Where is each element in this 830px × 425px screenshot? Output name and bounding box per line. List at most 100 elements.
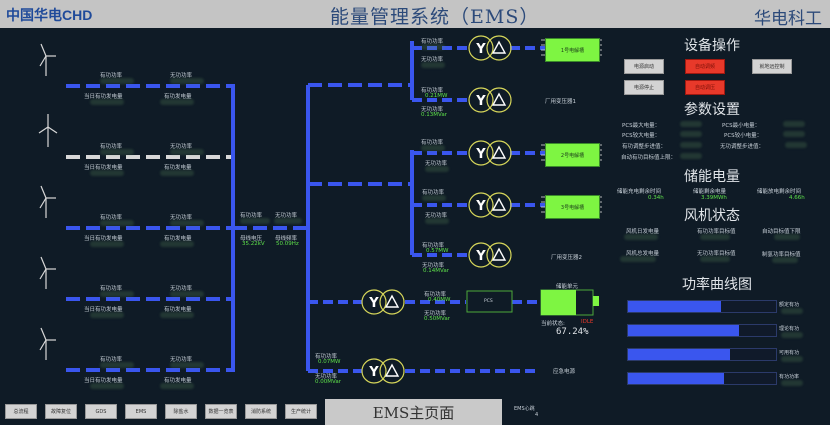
remaining-energy-value: 3.39MWh (701, 195, 727, 201)
param-input[interactable] (680, 131, 702, 137)
transformer-3[interactable]: Y (468, 140, 512, 166)
station-transformer-2-label: 厂用变压器2 (551, 255, 582, 261)
reactive-power-value (170, 291, 204, 297)
reactive-power-value (170, 362, 204, 368)
active-power-label: 有功功率 (100, 144, 123, 150)
active-power-label: 有功功率 (100, 215, 123, 221)
active-power-value (100, 220, 134, 226)
nav-button[interactable]: 总流程 (5, 404, 37, 419)
reactive-power-value (170, 220, 204, 226)
power-start-button[interactable]: 电源启动 (624, 59, 664, 74)
active-power-value: 0.57MW (426, 248, 449, 254)
wind-status-value (624, 234, 658, 240)
svg-text:Y: Y (475, 199, 486, 214)
active-power-label: 有功功率 (424, 292, 447, 298)
electrolyzer-1[interactable]: 1号电解槽 (545, 38, 600, 62)
daily-gen-label: 当日有功发电量 (84, 307, 123, 313)
reactive-power-label: 无功功率 (315, 374, 338, 380)
current-page-tab[interactable]: EMS主页面 (325, 399, 502, 425)
reactive-power-value (170, 78, 204, 84)
header-bar: 中国华电CHD 能量管理系统（EMS） 华电科工 (0, 0, 830, 29)
wind-turbine-icon (39, 185, 56, 218)
local-remote-button[interactable]: 就地远控制 (752, 59, 792, 74)
power-bar-fill (628, 349, 731, 360)
reactive-power-label: 无功功率 (170, 73, 193, 79)
electrolyzer-3[interactable]: 3号电解槽 (545, 195, 600, 219)
power-bar-value (781, 308, 803, 314)
gen-label: 有功发电量 (164, 236, 192, 242)
active-power-value (100, 149, 134, 155)
remaining-energy-label: 储能剩余电量 (693, 189, 727, 195)
auto-freq-button[interactable]: 自动调频 (685, 59, 725, 74)
power-bar-track (627, 348, 777, 361)
discharge-remaining-value: 4.66h (789, 195, 805, 201)
reactive-power-label: 无功功率 (170, 286, 193, 292)
nav-button[interactable]: 消防系统 (245, 404, 277, 419)
reactive-power-value (421, 62, 445, 68)
param-label: 无功调整步进值： (720, 144, 765, 150)
nav-button[interactable]: 故障复位 (45, 404, 77, 419)
svg-text:Y: Y (475, 42, 486, 57)
param-input[interactable] (785, 142, 807, 148)
power-stop-button[interactable]: 电源停止 (624, 80, 664, 95)
power-bar-value (781, 380, 803, 386)
param-input[interactable] (680, 142, 702, 148)
nav-button[interactable]: EMS (125, 404, 157, 419)
auto-voltage-button[interactable]: 自动调压 (685, 80, 725, 95)
gen-value (160, 241, 194, 247)
reactive-power-label: 无功功率 (422, 263, 445, 269)
pcs-box[interactable] (466, 290, 513, 313)
charge-remaining-label: 储能充电剩余时间 (617, 189, 662, 195)
param-input[interactable] (680, 121, 702, 127)
param-input[interactable] (680, 153, 702, 159)
nav-button[interactable]: 除盐水 (165, 404, 197, 419)
params-title: 参数设置 (684, 102, 740, 118)
battery-fill (541, 290, 576, 315)
active-power-label: 有功功率 (421, 140, 444, 146)
power-bar-label: 理论有功 (779, 326, 800, 332)
active-power-label: 有功功率 (100, 73, 123, 79)
reactive-power-value (425, 166, 449, 172)
bus-frequency-value: 50.09Hz (276, 241, 299, 247)
main-panel: Y Y Y Y Y Y (0, 28, 830, 425)
transformer-5[interactable]: Y (468, 242, 512, 268)
wind-status-label: 有功功率目标值 (697, 229, 736, 235)
gen-value (160, 99, 194, 105)
power-bar-label: 有功功率 (779, 374, 800, 380)
wind-status-label: 风机日发电量 (626, 229, 660, 235)
param-input[interactable] (783, 121, 805, 127)
transformer-4[interactable]: Y (468, 192, 512, 218)
active-power-label: 有功功率 (421, 88, 444, 94)
active-power-label: 有功功率 (100, 286, 123, 292)
reactive-power-label: 无功功率 (421, 57, 444, 63)
power-bar-label: 额定有功 (779, 302, 800, 308)
reactive-power-value (170, 149, 204, 155)
param-label: PCS较小电量： (724, 133, 763, 139)
active-power-value: 0.07MW (318, 359, 341, 365)
nav-button[interactable]: 数据一览表 (205, 404, 237, 419)
svg-text:Y: Y (475, 147, 486, 162)
reactive-power-value: 0.00MVar (315, 379, 341, 385)
power-bar-track (627, 324, 777, 337)
active-power-value (421, 44, 445, 50)
wind-status-label: 制氢功率目标值 (762, 252, 801, 258)
reactive-power-value: 0.14MVar (423, 268, 449, 274)
active-power-label: 有功功率 (421, 39, 444, 45)
gen-value (160, 312, 194, 318)
active-power-value: 0.40MW (428, 297, 451, 303)
power-bar-value (781, 332, 803, 338)
gen-label: 有功发电量 (164, 94, 192, 100)
nav-button[interactable]: GDS (85, 404, 117, 419)
transformer-1[interactable]: Y (468, 35, 512, 61)
param-label: PCS最小电量： (722, 123, 761, 129)
transformer-2[interactable]: Y (468, 87, 512, 113)
param-input[interactable] (783, 131, 805, 137)
param-label: 自动有功目标值上限： (621, 155, 677, 161)
nav-button[interactable]: 生产统计 (285, 404, 317, 419)
transformer-6[interactable]: Y (361, 289, 405, 315)
storage-energy-title: 储能电量 (684, 169, 740, 185)
daily-gen-label: 当日有功发电量 (84, 165, 123, 171)
electrolyzer-2[interactable]: 2号电解槽 (545, 143, 600, 167)
gen-label: 有功发电量 (164, 378, 192, 384)
transformer-7[interactable]: Y (361, 358, 405, 384)
